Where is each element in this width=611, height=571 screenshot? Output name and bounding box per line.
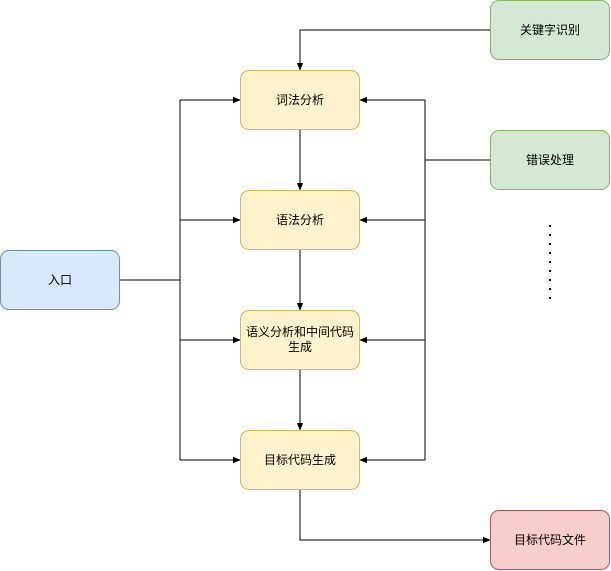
semantic-analysis-node: 语义分析和中间代码生成 (240, 310, 360, 370)
arrow-codegen-to-output (299, 490, 491, 544)
syntax-analysis-node: 语法分析 (240, 190, 360, 250)
lexical-analysis-node: 词法分析 (240, 70, 360, 130)
output-file-node: 目标代码文件 (490, 510, 610, 570)
entry-node: 入口 (0, 250, 120, 310)
code-generation-node: 目标代码生成 (240, 430, 360, 490)
error-handling-node: 错误处理 (490, 130, 610, 190)
keyword-recognition-node: 关键字识别 (490, 0, 610, 60)
arrow-keyword-to-lexical (296, 29, 490, 71)
